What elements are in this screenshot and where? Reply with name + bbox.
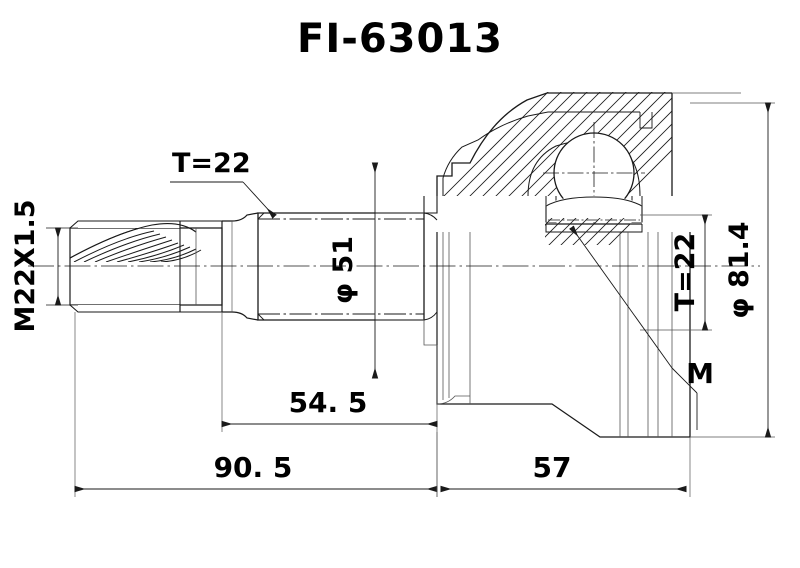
cage-and-inner-race: [545, 196, 643, 245]
dimension-label-inner-length: 54. 5: [289, 386, 368, 419]
dimension-label-thread: M22X1.5: [10, 199, 41, 332]
leader-label-shaft-spline: T=22: [172, 148, 251, 179]
dimension-label-joint-length: 57: [533, 451, 572, 484]
dimension-label-joint-spline: T=22: [670, 233, 701, 312]
dimension-joint-diameter: φ 81.4: [690, 102, 775, 438]
page-title: FI-63013: [297, 16, 503, 62]
dimension-label-shaft-diameter: φ 51: [328, 236, 359, 304]
dimension-shaft-diameter: φ 51: [328, 162, 424, 379]
leader-shaft-spline: T=22: [170, 148, 277, 219]
shaft-neck: [222, 212, 259, 321]
dimension-thread-diameter: M22X1.5: [10, 199, 78, 333]
dimension-inner-length: 54. 5: [221, 312, 438, 432]
threaded-end: [69, 220, 223, 313]
dimension-joint-length: 57: [436, 432, 691, 497]
dimension-total-shaft-length: 90. 5: [74, 312, 438, 497]
housing-skirt: [423, 232, 691, 438]
dimension-label-total-shaft-length: 90. 5: [214, 451, 293, 484]
leader-marking-m: M: [569, 225, 714, 430]
leader-label-marking: M: [686, 357, 714, 390]
dimension-label-joint-diameter: φ 81.4: [724, 221, 755, 318]
dimension-joint-spline: T=22: [640, 214, 712, 331]
